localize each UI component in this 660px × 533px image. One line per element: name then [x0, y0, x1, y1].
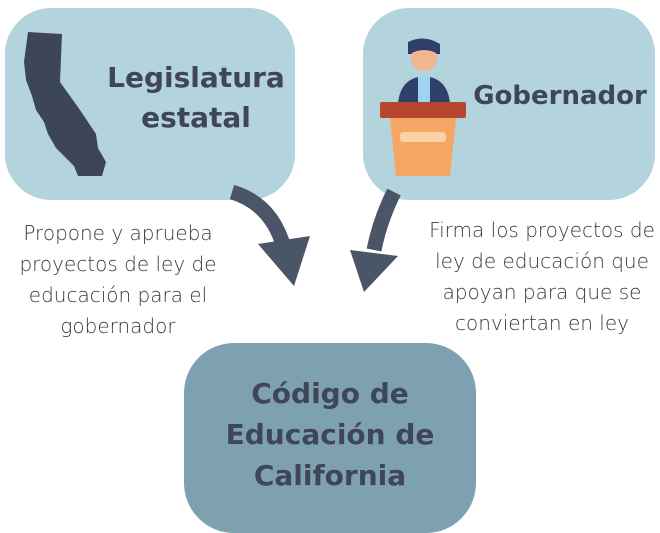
legislature-title: Legislatura estatal [107, 61, 285, 134]
speaker-at-podium-icon [380, 38, 466, 176]
education-code-title: Código de Educación de California [225, 377, 435, 492]
california-map-icon [24, 32, 106, 176]
governor-description: Firma los proyectos de ley de educación … [429, 218, 655, 335]
governor-title: Gobernador [473, 81, 647, 111]
right-curved-arrow-icon [350, 188, 401, 292]
left-curved-arrow-icon [229, 184, 310, 286]
education-code-box [184, 343, 476, 533]
legislature-description: Propone y aprueba proyectos de ley de ed… [19, 221, 217, 338]
